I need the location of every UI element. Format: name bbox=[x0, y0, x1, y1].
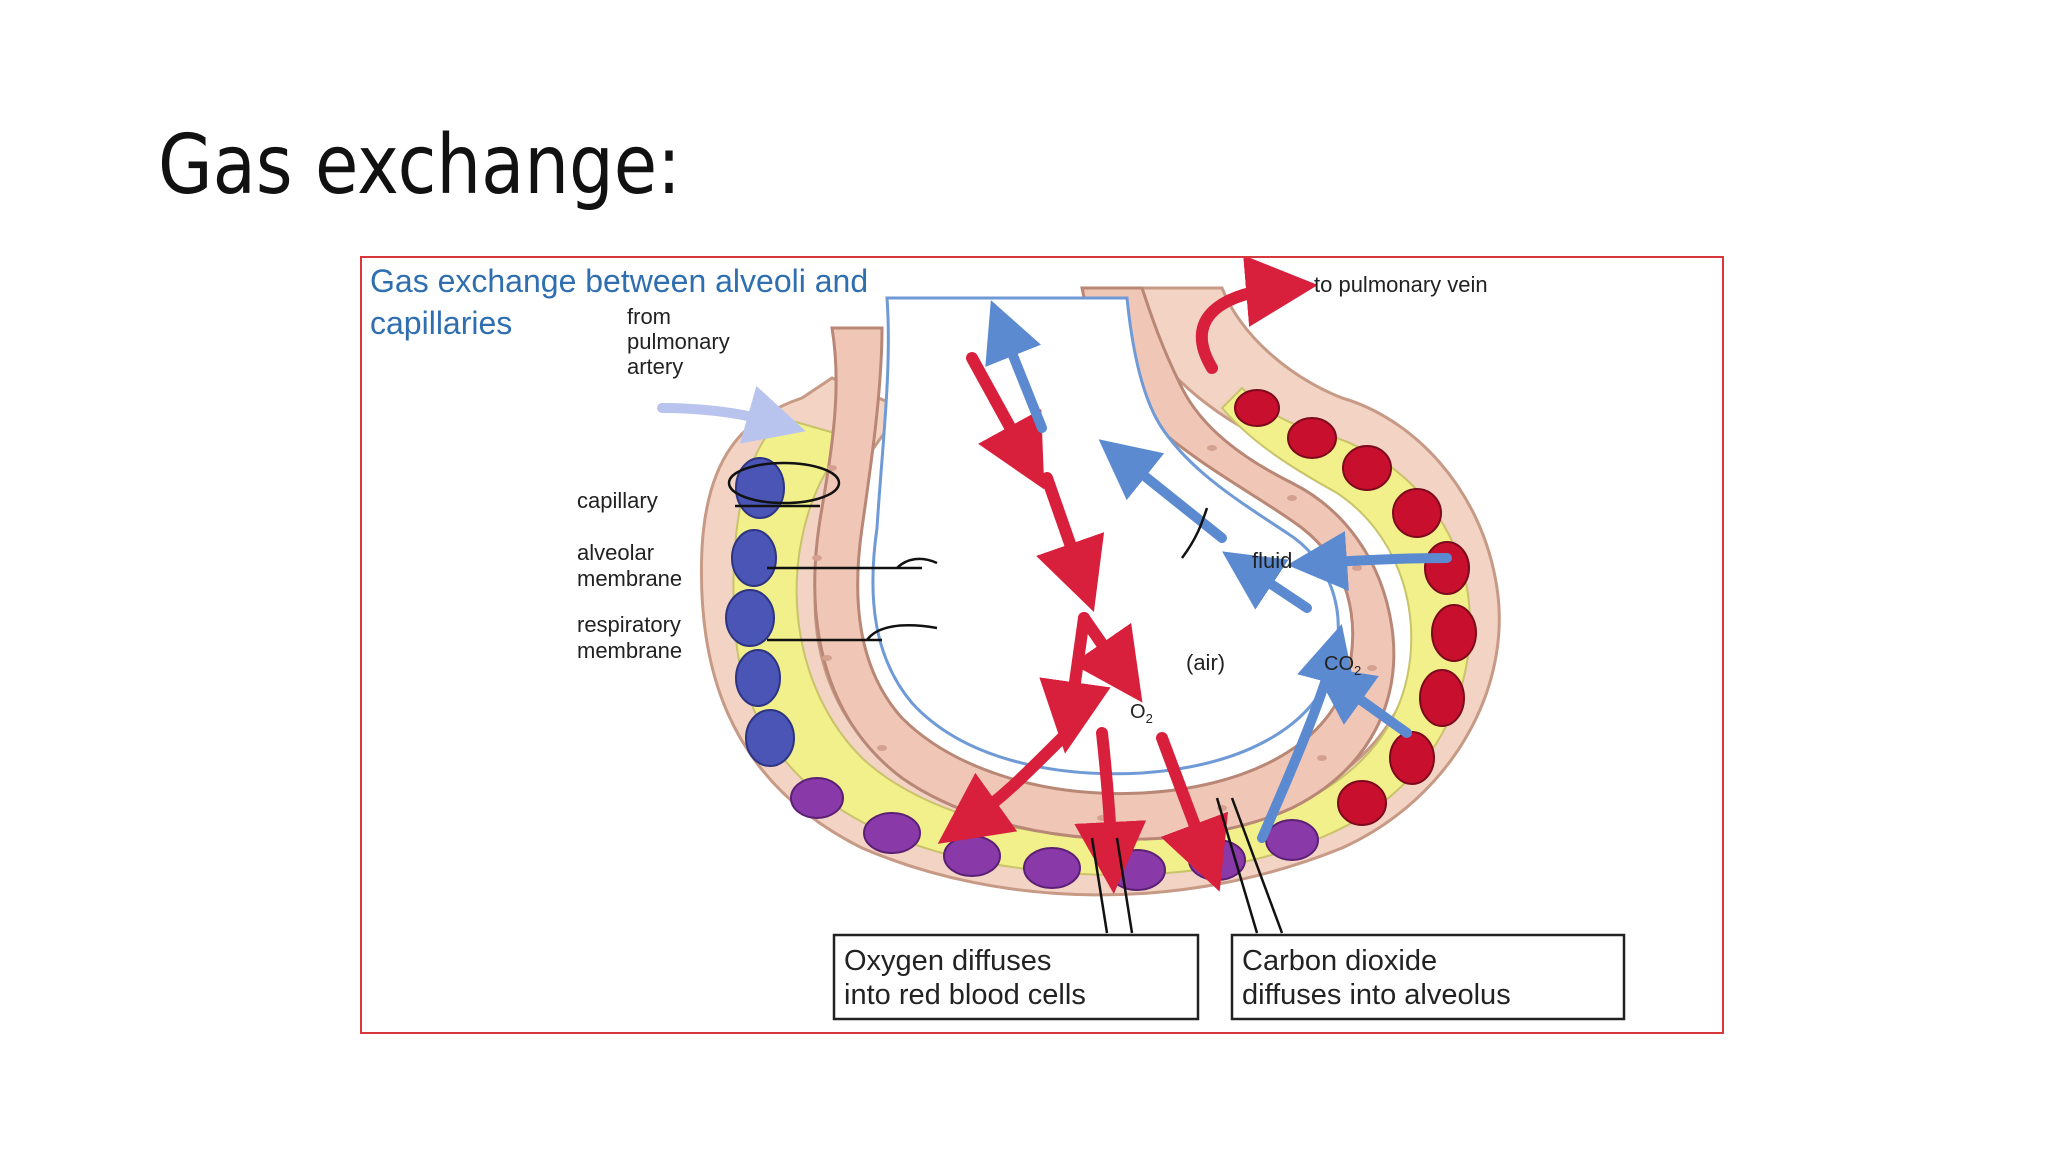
label-co2: CO2 bbox=[1324, 653, 1361, 678]
oxygen-caption-line1: Oxygen diffuses bbox=[844, 945, 1051, 977]
co2-arrow-in-3 bbox=[1257, 624, 1356, 843]
artery-inflow-arrow bbox=[657, 385, 806, 444]
label-from-artery-1: from bbox=[627, 304, 671, 329]
oxygen-arrows bbox=[937, 258, 1318, 894]
label-from-artery-2: pulmonary bbox=[627, 329, 730, 354]
label-to-vein: to pulmonary vein bbox=[1314, 272, 1488, 297]
o2-arrow-vein bbox=[1195, 258, 1318, 374]
co2-arrow-in-2 bbox=[1312, 665, 1412, 738]
o2-arrow-in-2 bbox=[1036, 472, 1105, 612]
o2-arrow-out-3 bbox=[1156, 732, 1229, 892]
label-o2-sub: 2 bbox=[1146, 711, 1153, 726]
alveolus-diagram: Gas exchange between alveoli and capilla… bbox=[370, 258, 1626, 1021]
figure-heading-line2: capillaries bbox=[370, 305, 512, 341]
slide-title: Gas exchange: bbox=[158, 118, 681, 213]
co2-arrow-out-1 bbox=[985, 300, 1047, 433]
gas-exchange-figure: Gas exchange between alveoli and capilla… bbox=[360, 256, 1724, 1034]
o2-arrow-out-2 bbox=[1074, 727, 1147, 894]
co2-caption-box: Carbon dioxide diffuses into alveolus bbox=[1230, 933, 1626, 1021]
label-fluid: fluid bbox=[1252, 548, 1292, 573]
leader-lines bbox=[727, 461, 1284, 934]
label-o2: O2 bbox=[1130, 701, 1153, 726]
label-o2-main: O bbox=[1130, 701, 1146, 723]
label-respiratory-1: respiratory bbox=[577, 612, 681, 637]
rbc-deoxygenated bbox=[725, 457, 795, 767]
label-respiratory-2: membrane bbox=[577, 638, 682, 663]
rbc-mixed bbox=[790, 777, 1319, 891]
oxygen-caption-box: Oxygen diffuses into red blood cells bbox=[832, 933, 1200, 1021]
rbc-oxygenated bbox=[1234, 389, 1477, 826]
label-alveolar-1: alveolar bbox=[577, 540, 654, 565]
label-co2-sub: 2 bbox=[1354, 663, 1361, 678]
label-alveolar-2: membrane bbox=[577, 566, 682, 591]
label-from-artery-3: artery bbox=[627, 354, 683, 379]
leader-fluid bbox=[1180, 507, 1209, 559]
label-air: (air) bbox=[1186, 650, 1225, 675]
co2-arrow-in-1 bbox=[1287, 531, 1452, 591]
co2-arrows bbox=[985, 300, 1452, 843]
leader-co2-box bbox=[1215, 797, 1259, 934]
co2-arrow-out-3 bbox=[1222, 551, 1312, 613]
figure-heading: Gas exchange between alveoli and bbox=[370, 263, 868, 299]
label-capillary: capillary bbox=[577, 488, 658, 513]
o2-arrow-in-4 bbox=[1071, 612, 1143, 703]
co2-arrow-out-2 bbox=[1098, 439, 1227, 543]
o2-arrow-in-1 bbox=[966, 352, 1045, 490]
co2-caption-line1: Carbon dioxide bbox=[1242, 945, 1437, 977]
oxygen-caption-line2: into red blood cells bbox=[844, 979, 1086, 1011]
co2-caption-line2: diffuses into alveolus bbox=[1242, 979, 1511, 1011]
label-co2-main: CO bbox=[1324, 653, 1354, 675]
leader-oxygen-box bbox=[1090, 837, 1109, 934]
o2-arrow-out-1 bbox=[937, 732, 1068, 844]
